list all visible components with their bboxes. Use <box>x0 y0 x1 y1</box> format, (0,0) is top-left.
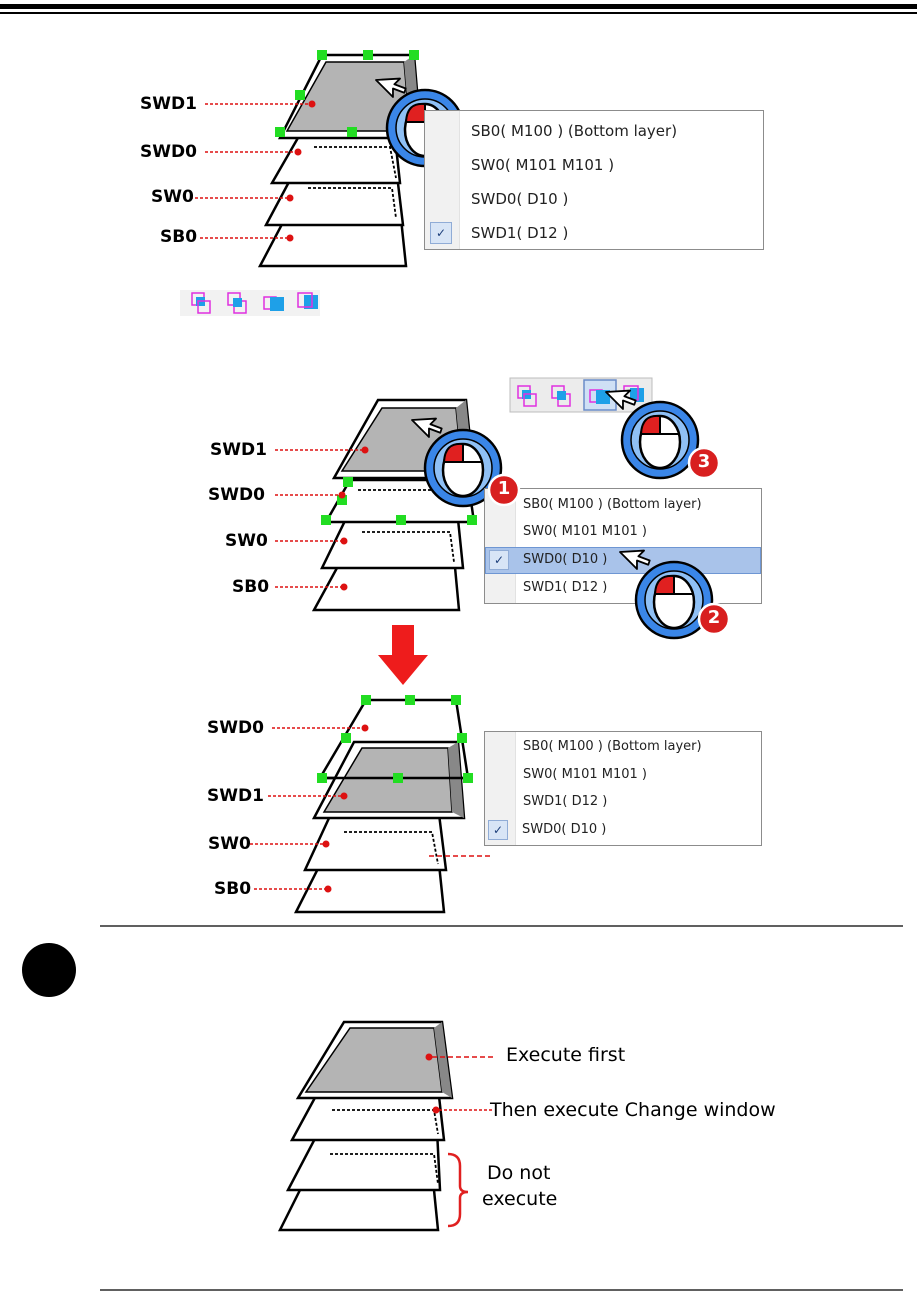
check-icon: ✓ <box>489 550 509 570</box>
d2-menu-item-sw0[interactable]: SW0( M101 M101 ) <box>523 524 647 539</box>
step-badge-2 <box>697 602 731 636</box>
toolbar-row-2 <box>509 377 653 413</box>
d3-menu-item-sb0[interactable]: SB0( M100 ) (Bottom layer) <box>523 739 702 754</box>
step-badge-3 <box>687 446 721 480</box>
d1-label-swd1: SWD1 <box>140 94 197 114</box>
note-layer-stack <box>277 855 492 1232</box>
d3-label-swd0: SWD0 <box>207 718 264 738</box>
diagram1-layer-stack <box>190 50 465 268</box>
note-then-execute: Then execute Change window <box>490 1099 776 1121</box>
d3-menu-item-swd1[interactable]: SWD1( D12 ) <box>523 794 608 809</box>
d3-layer-menu: SB0( M100 ) (Bottom layer) SW0( M101 M10… <box>484 731 762 846</box>
note-do-not-line1: Do not <box>487 1162 551 1184</box>
d2-layer-menu: SB0( M100 ) (Bottom layer) SW0( M101 M10… <box>484 488 762 604</box>
d1-label-swd0: SWD0 <box>140 142 197 162</box>
d3-label-swd1: SWD1 <box>207 786 264 806</box>
note-leaders <box>425 1053 494 1228</box>
d2-menu-item-swd1[interactable]: SWD1( D12 ) <box>523 580 608 595</box>
brace-icon <box>447 1152 469 1228</box>
header-rule-thin <box>0 12 917 14</box>
d1-menu-item-swd1[interactable]: ✓ SWD1( D12 ) <box>425 219 763 249</box>
note-do-not-line2: execute <box>482 1188 558 1210</box>
d2-menu-item-sb0[interactable]: SB0( M100 ) (Bottom layer) <box>523 497 702 512</box>
d1-label-sw0: SW0 <box>151 187 194 207</box>
step-badge-1 <box>487 473 521 507</box>
d2-label-swd1: SWD1 <box>210 440 267 460</box>
d3-label-sw0: SW0 <box>208 834 251 854</box>
d2-label-sb0: SB0 <box>232 577 270 597</box>
d3-menu-item-swd0[interactable]: ✓ SWD0( D10 ) <box>485 818 761 844</box>
check-icon: ✓ <box>430 222 452 244</box>
d1-menu-item-sb0[interactable]: SB0( M100 ) (Bottom layer) <box>471 122 678 140</box>
toolbar-row-1 <box>180 290 320 316</box>
d1-label-sb0: SB0 <box>160 227 198 247</box>
d2-label-sw0: SW0 <box>225 531 268 551</box>
note-bullet-icon <box>22 943 76 997</box>
diagram3-layer-stack <box>250 695 473 914</box>
d1-menu-item-swd0[interactable]: SWD0( D10 ) <box>471 190 569 208</box>
header-rule-thick <box>0 4 917 9</box>
d2-label-swd0: SWD0 <box>208 485 265 505</box>
d1-menu-item-sw0[interactable]: SW0( M101 M101 ) <box>471 156 615 174</box>
step-badge-1-label: 1 <box>497 478 511 499</box>
step-badge-2-label: 2 <box>707 607 721 628</box>
transition-arrow-icon <box>378 625 428 685</box>
d3-label-sb0: SB0 <box>214 879 252 899</box>
d1-layer-menu: SB0( M100 ) (Bottom layer) SW0( M101 M10… <box>424 110 764 250</box>
d3-menu-item-sw0[interactable]: SW0( M101 M101 ) <box>523 767 647 782</box>
check-icon: ✓ <box>488 820 508 840</box>
note-execute-first: Execute first <box>506 1044 626 1066</box>
step-badge-3-label: 3 <box>697 451 711 472</box>
